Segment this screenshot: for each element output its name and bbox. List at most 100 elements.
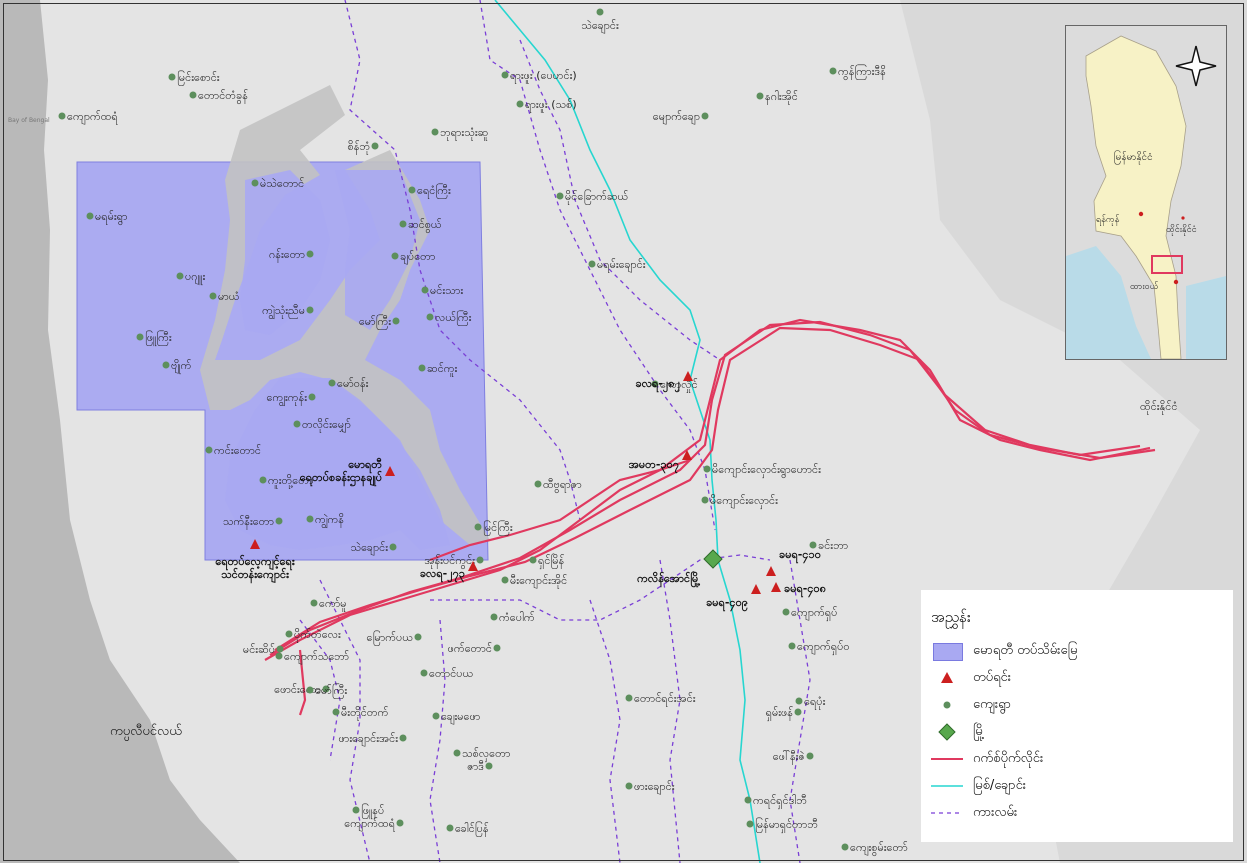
village-marker[interactable]: ရှမ်းဖန် <box>766 706 802 721</box>
village-marker[interactable]: သဲချောင်း <box>581 8 619 35</box>
village-marker[interactable]: မင်းသား <box>421 284 464 297</box>
mine-marker[interactable]: မောရတီရေတပ်စခန်းဌာနချုပ် <box>300 457 395 487</box>
village-marker[interactable]: ရေငံကြီး <box>408 183 452 199</box>
village-marker[interactable]: ထီဗွရာဇာ <box>534 478 582 493</box>
village-marker[interactable]: ပဂျူး <box>176 270 206 285</box>
village-marker[interactable]: ဖေါ်နီးဇဲ <box>773 750 814 765</box>
village-marker[interactable]: ကျောက်ထရံ <box>58 110 119 125</box>
village-label: ကျေးစွမ်းတော် <box>850 841 908 856</box>
village-marker[interactable]: ဗျိုက် <box>162 359 192 374</box>
village-marker[interactable]: မဲသဲတောင် <box>251 177 305 190</box>
village-marker[interactable]: မြောက်ပယ <box>366 630 422 646</box>
mine-marker[interactable]: ခမရ-၄၁၀ <box>766 548 821 576</box>
village-marker[interactable]: ကျောက်ထရံ <box>344 817 404 832</box>
village-marker[interactable]: ရားဖူး (ပေဟင်း) <box>501 69 577 84</box>
village-label: ဆင်စွယ် <box>408 218 442 233</box>
village-marker[interactable]: ခင်းဘာ <box>809 539 849 552</box>
village-marker[interactable]: မြန်မာရှင်တာဘီ <box>746 817 819 833</box>
mine-marker[interactable]: ခလရ-၂၇၃ <box>420 561 478 583</box>
village-marker[interactable]: ကွန်ကြားဒီနိ <box>829 64 886 80</box>
village-marker[interactable]: ကံပေါက် <box>490 611 535 624</box>
village-marker[interactable]: ချပ်တော <box>391 250 436 265</box>
legend-label: တပ်ရင်း <box>973 669 1012 685</box>
village-marker[interactable]: မင်းဆိပ် <box>243 643 284 656</box>
inset-yangon-dot <box>1138 211 1144 217</box>
village-marker[interactable]: ဖားချောင်း <box>625 780 675 795</box>
village-marker[interactable]: ဆင်ကူး <box>418 362 458 377</box>
village-marker[interactable]: ကူးတို့တော <box>259 474 314 489</box>
village-marker[interactable]: ကျောက်ရှပ်ဝ <box>788 640 850 655</box>
village-dot-icon <box>136 333 144 341</box>
village-dot-icon <box>396 819 404 827</box>
sea-label: Bay of Bengal <box>8 117 50 124</box>
village-marker[interactable]: ဆင်စွယ် <box>399 218 442 233</box>
inset-map: မြန်မာနိုင်ငံ ရန်ကုန် ထိုင်းနိုင်ငံ ထားဝ… <box>1065 25 1227 360</box>
village-marker[interactable]: သက်နီးတော <box>223 515 283 530</box>
village-marker[interactable]: ဘုရားသုံးဆူ <box>431 126 489 141</box>
village-marker[interactable]: မီးတိုင်တက် <box>332 706 389 721</box>
village-marker[interactable]: သစ်လှတော <box>453 747 511 762</box>
mine-marker[interactable]: ခမရ-၄၀၈ <box>771 582 826 598</box>
village-marker[interactable]: မြင်းစောင်း <box>168 70 220 86</box>
sea-area <box>0 0 240 863</box>
village-marker[interactable]: ကရင်ရှင်ဒါဘီ <box>744 794 808 809</box>
road <box>429 619 446 863</box>
village-marker[interactable]: မိကျောင်းလှောင်းရွာဟောင်း <box>703 463 822 478</box>
village-marker[interactable]: ရားဖူး (သစ်) <box>516 98 577 113</box>
village-marker[interactable]: နဂါးအိုင် <box>756 90 798 105</box>
village-marker[interactable]: ကျေးစွမ်းတော် <box>841 841 908 856</box>
village-marker[interactable]: လယ်ကြီး <box>426 310 472 326</box>
village-marker[interactable]: တောင်ပယ <box>420 667 474 680</box>
village-marker[interactable]: တလိုင်းမျှော် <box>293 418 351 433</box>
mine-triangle-icon <box>468 561 478 571</box>
mine-marker[interactable]: ခမရ-၄၀၉ <box>706 584 761 612</box>
village-marker[interactable]: ဂန်းတော <box>269 248 314 263</box>
village-marker[interactable]: မျောက်ချော <box>653 110 709 125</box>
village-marker[interactable]: အုန်းပင်ကွင်း <box>424 554 484 569</box>
village-marker[interactable]: မြင်ကြီး <box>474 520 513 536</box>
road <box>319 579 371 863</box>
village-marker[interactable]: ကျောက်ရှပ် <box>782 606 838 621</box>
village-dot-icon <box>501 576 509 584</box>
village-marker[interactable]: မိကျောင်းလှောင်း <box>701 494 779 509</box>
village-marker[interactable]: ဖြူနပ် <box>352 803 385 819</box>
village-marker[interactable]: မရမ်းရွာ <box>86 210 128 225</box>
village-marker[interactable]: ကျွေးကုန်း <box>266 391 316 407</box>
village-marker[interactable]: ကျောက်သဘော် <box>275 650 350 665</box>
village-marker[interactable]: စိန်ဘုံ <box>348 140 379 155</box>
village-marker[interactable]: မာယံ <box>209 290 240 303</box>
village-marker[interactable]: မော်ကြီး <box>306 683 348 699</box>
village-marker[interactable]: တောင်တံခွန် <box>189 89 248 104</box>
village-marker[interactable]: ကင်းတောင် <box>205 444 261 457</box>
village-marker[interactable]: ကော်မူ <box>310 597 347 612</box>
village-marker[interactable]: သဲချောင်း <box>350 541 397 556</box>
village-marker[interactable]: ရေပုံး <box>795 695 826 710</box>
village-marker[interactable]: ရှင်မြိန် <box>529 554 565 569</box>
village-marker[interactable]: ကျွဲကနိ <box>306 513 344 529</box>
village-marker[interactable]: ပိုက်တဲလေး <box>285 628 342 643</box>
village-marker[interactable]: ခေါင်ပြန် <box>446 821 489 837</box>
village-marker[interactable]: မရမ်းချောင်း <box>588 258 646 273</box>
village-marker[interactable]: ကျွဲသုံးညီမ <box>262 304 314 320</box>
village-label: ကံပေါက် <box>499 611 535 624</box>
village-marker[interactable]: ချေးမဖော <box>432 710 481 725</box>
village-marker[interactable]: မော်ဝန်း <box>328 377 369 392</box>
village-marker[interactable]: မိုင်ခြောက်ဆယ် <box>556 189 629 205</box>
inset-dawei-dot <box>1173 279 1179 285</box>
village-marker[interactable]: မီးကျောင်းအိုင် <box>501 574 568 589</box>
village-marker[interactable]: ဖားချောင်းအင်း <box>339 732 407 747</box>
village-marker[interactable]: တောင်ရင်းအင်း <box>625 692 696 707</box>
mine-marker[interactable]: အမတ-၃၀၇ <box>629 450 692 474</box>
village-dot-icon <box>306 306 314 314</box>
town-marker[interactable]: ကလိန်အောင်မြို့ <box>637 549 723 588</box>
village-marker[interactable]: ကော့လှိုင် <box>651 378 698 393</box>
mine-triangle-icon <box>771 582 781 592</box>
mine-marker[interactable]: ခလရ-၂၈၂ <box>636 371 693 393</box>
village-marker[interactable]: ဇာဒီ <box>467 760 493 773</box>
village-marker[interactable]: ဖက်တောင် <box>448 642 501 655</box>
village-marker[interactable]: ဖြူကြီး <box>136 330 172 346</box>
mine-marker[interactable]: ရေတပ်လေ့ကျင့်ရေးသင်တန်းကျောင်း <box>215 539 296 584</box>
village-marker[interactable]: မော်ကြီး <box>359 314 400 330</box>
